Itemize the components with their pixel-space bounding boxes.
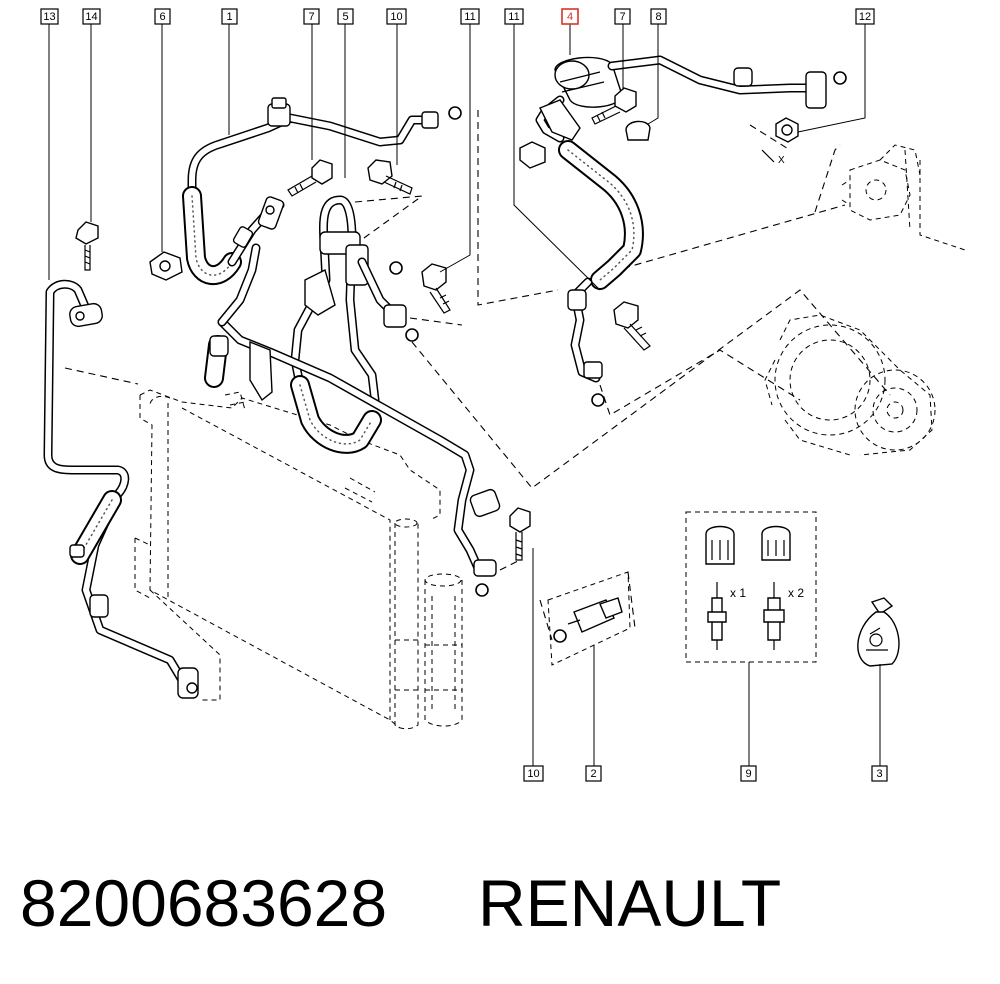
svg-text:13: 13 bbox=[43, 11, 55, 23]
qty-label-x2: x 2 bbox=[788, 586, 804, 600]
callout-4-highlighted[interactable]: 4 bbox=[561, 8, 579, 25]
callout-9[interactable]: 9 bbox=[740, 765, 757, 782]
callout-1[interactable]: 1 bbox=[221, 8, 238, 25]
svg-text:3: 3 bbox=[876, 768, 882, 780]
svg-text:1: 1 bbox=[226, 11, 232, 23]
bolt-10-bottom bbox=[509, 507, 531, 561]
bolt-14 bbox=[75, 221, 99, 271]
callout-7-left[interactable]: 7 bbox=[303, 8, 320, 25]
qty-label-x1: x 1 bbox=[730, 586, 746, 600]
pressure-switch-2 bbox=[547, 571, 631, 666]
valve-kit-9: x 1 x 2 bbox=[685, 511, 817, 663]
callout-8[interactable]: 8 bbox=[650, 8, 667, 25]
pipe-5 bbox=[290, 195, 419, 454]
svg-text:11: 11 bbox=[464, 11, 475, 23]
svg-text:2: 2 bbox=[590, 768, 596, 780]
dimension-x-label: X bbox=[778, 155, 785, 166]
part-number-label: 8200683628 bbox=[20, 866, 387, 940]
svg-text:4: 4 bbox=[567, 11, 573, 23]
clip-6 bbox=[149, 251, 183, 281]
cap-12: X bbox=[761, 117, 799, 166]
pipe-13 bbox=[43, 279, 199, 699]
callout-11-left[interactable]: 11 bbox=[460, 8, 480, 25]
bolt-10-top bbox=[367, 159, 413, 195]
dehydrator-bottle-4 bbox=[519, 55, 847, 407]
svg-text:5: 5 bbox=[342, 11, 348, 23]
compressor-outline bbox=[764, 314, 936, 456]
refrigerant-bag-3 bbox=[857, 597, 900, 667]
callout-14[interactable]: 14 bbox=[82, 8, 101, 25]
svg-text:6: 6 bbox=[159, 11, 165, 23]
bolt-7-right bbox=[591, 87, 637, 125]
callout-leaders bbox=[48, 24, 881, 766]
svg-text:11: 11 bbox=[508, 11, 519, 23]
callout-12[interactable]: 12 bbox=[855, 8, 875, 25]
callout-2[interactable]: 2 bbox=[585, 765, 602, 782]
svg-text:7: 7 bbox=[619, 11, 625, 23]
svg-text:7: 7 bbox=[308, 11, 314, 23]
bolt-11-right bbox=[613, 301, 651, 351]
callout-6[interactable]: 6 bbox=[154, 8, 171, 25]
pipe-1 bbox=[182, 97, 462, 286]
brand-label: RENAULT bbox=[478, 866, 781, 940]
svg-text:9: 9 bbox=[745, 768, 751, 780]
bolt-7-left bbox=[287, 159, 333, 197]
assembly-guide-lines bbox=[64, 110, 891, 641]
condenser-outline bbox=[134, 389, 463, 730]
svg-text:8: 8 bbox=[655, 11, 661, 23]
clip-8 bbox=[625, 120, 651, 141]
svg-text:10: 10 bbox=[527, 768, 539, 780]
svg-text:14: 14 bbox=[85, 11, 97, 23]
callout-13[interactable]: 13 bbox=[40, 8, 59, 25]
callout-7-right[interactable]: 7 bbox=[614, 8, 631, 25]
svg-text:12: 12 bbox=[859, 11, 871, 23]
bolt-11-center bbox=[421, 263, 451, 314]
callout-11-right[interactable]: 11 bbox=[504, 8, 524, 25]
compressor-fitting-outline bbox=[841, 144, 966, 251]
callout-10-top[interactable]: 10 bbox=[386, 8, 407, 25]
pipe-11-main bbox=[204, 243, 501, 597]
callout-10-bottom[interactable]: 10 bbox=[523, 765, 544, 782]
svg-text:10: 10 bbox=[390, 11, 402, 23]
callout-5[interactable]: 5 bbox=[337, 8, 354, 25]
callout-3[interactable]: 3 bbox=[871, 765, 888, 782]
